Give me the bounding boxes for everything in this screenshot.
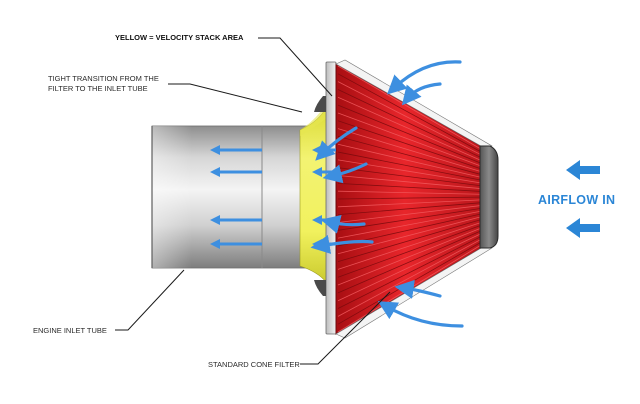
airflow-in-arrows [566, 160, 600, 238]
transition-label-line1: TIGHT TRANSITION FROM THE [48, 74, 159, 83]
curved-arrow-icon [401, 82, 442, 106]
curved-arrow-icon [320, 215, 366, 234]
engine-inlet-label: ENGINE INLET TUBE [33, 326, 107, 335]
airflow-in-label: AIRFLOW IN [538, 193, 616, 207]
leader-engine-inlet [115, 269, 185, 331]
curved-arrow-icon [386, 60, 462, 95]
filter-flange [314, 61, 337, 335]
leader-lines [115, 37, 391, 365]
curved-arrow-icon [394, 279, 442, 299]
arrow-left-icon [210, 167, 262, 177]
cone-filter [335, 59, 499, 339]
arrow-left-icon [566, 160, 600, 180]
arrow-left-icon [566, 218, 600, 238]
transition-label-line2: FILTER TO THE INLET TUBE [48, 84, 148, 93]
engine-inlet-tube [151, 125, 311, 269]
leader-velocity-stack [258, 37, 333, 97]
leader-transition [168, 83, 303, 113]
velocity-stack-label: YELLOW = VELOCITY STACK AREA [115, 33, 244, 42]
arrow-left-icon [210, 239, 262, 249]
curved-arrow-icon [322, 162, 368, 184]
arrow-left-icon [210, 215, 262, 225]
curved-arrow-icon [377, 301, 464, 328]
filter-pleats [337, 65, 487, 333]
leader-cone-filter [300, 291, 391, 365]
cone-filter-label: STANDARD CONE FILTER [208, 360, 300, 369]
arrow-left-icon [210, 145, 262, 155]
curved-arrow-icon [310, 234, 374, 254]
curved-flow-arrows [310, 60, 464, 328]
curved-arrow-icon [315, 126, 358, 161]
